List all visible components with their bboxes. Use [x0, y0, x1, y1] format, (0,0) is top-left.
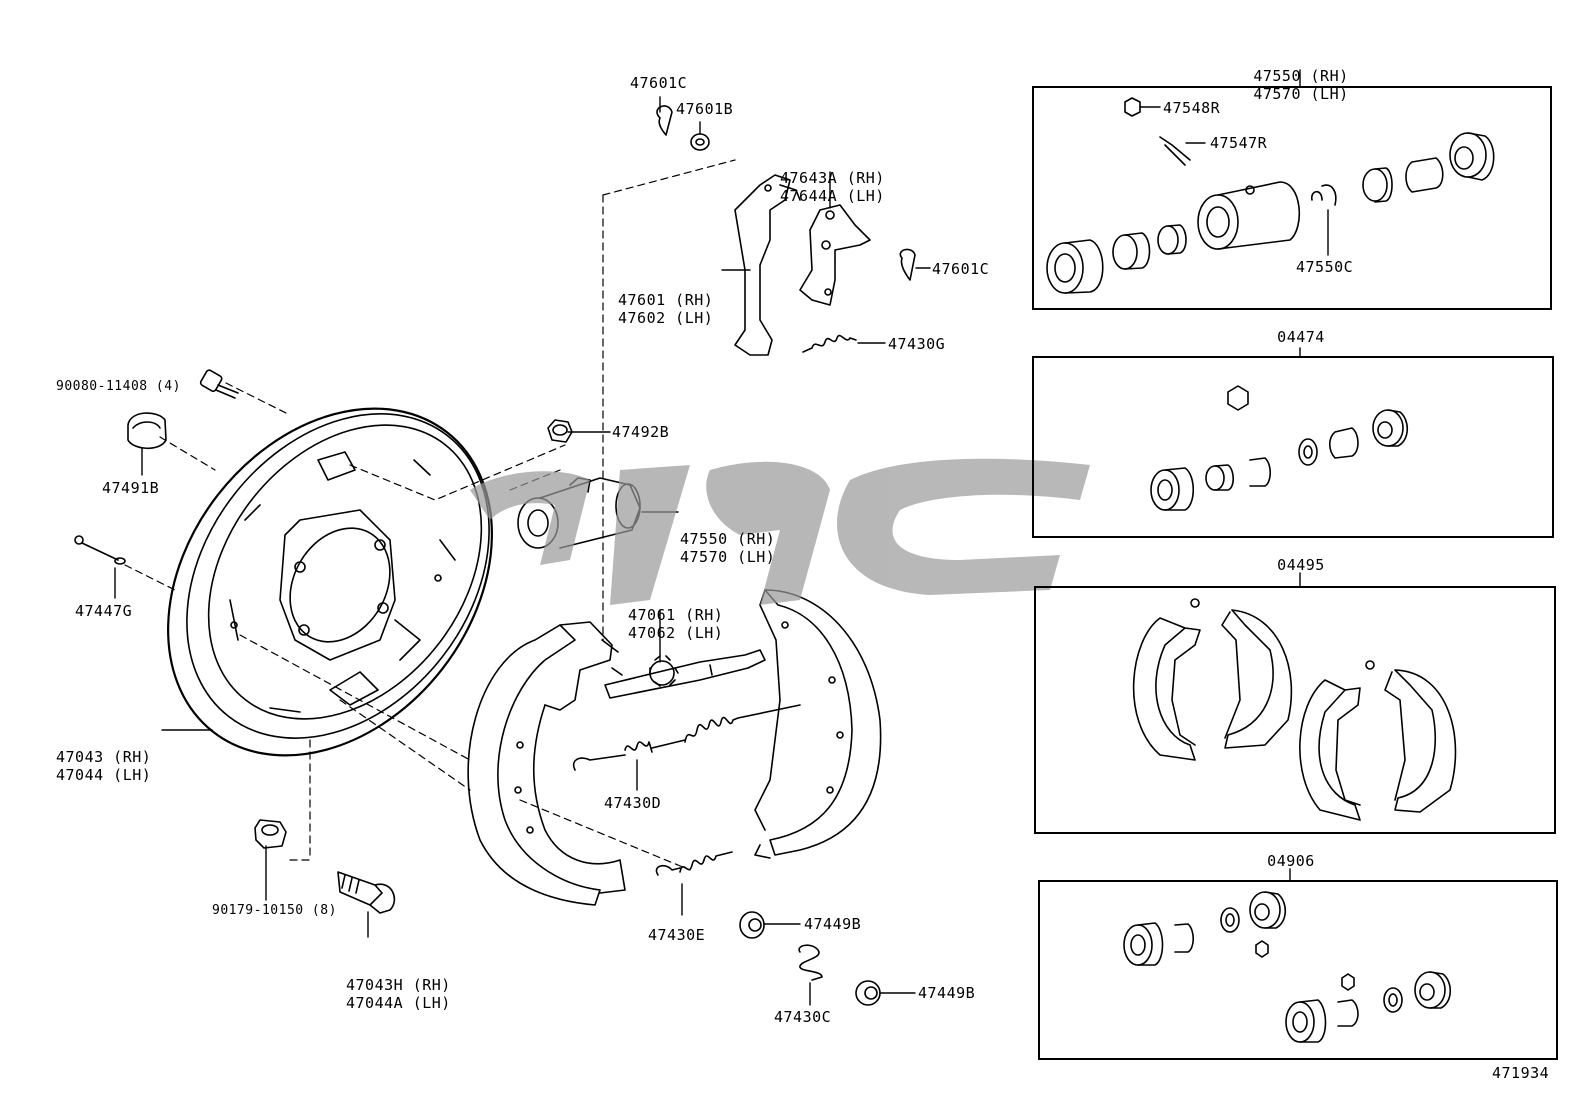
kit-04474-parts: [1150, 385, 1409, 511]
label-47449B-1: 47449B: [804, 915, 862, 933]
clip-47601C-top: [656, 105, 673, 136]
label-47061: 47061 (RH)47062 (LH): [628, 606, 724, 642]
label-47430G: 47430G: [888, 335, 946, 353]
label-47491B: 47491B: [102, 479, 160, 497]
plug-47491B: [127, 412, 167, 450]
kit-04906-parts: [1123, 891, 1452, 1043]
figure-id: 471934: [1492, 1064, 1550, 1082]
spring-47430D: [572, 704, 801, 771]
kit-04906-title: 04906: [1267, 852, 1315, 870]
label-47550: 47550 (RH)47570 (LH): [680, 530, 776, 566]
kit-04495-title: 04495: [1277, 556, 1325, 574]
label-47601: 47601 (RH)47602 (LH): [618, 291, 714, 327]
spring-47430E: [655, 851, 733, 876]
dashed-lines: [124, 159, 736, 871]
label-47430C: 47430C: [774, 1008, 832, 1026]
label-47548R: 47548R: [1163, 99, 1221, 117]
nut-47492B: [547, 419, 573, 443]
lever-47601: [734, 174, 801, 356]
label-47043: 47043 (RH)47044 (LH): [56, 748, 152, 784]
label-47449B-2: 47449B: [918, 984, 976, 1002]
kit-cylinder-title: 47550 (RH)47570 (LH): [1253, 67, 1349, 103]
spring-47430G: [802, 334, 857, 353]
label-47601B: 47601B: [676, 100, 734, 118]
kit-cylinder-parts: [1046, 97, 1495, 294]
nut-90179: [254, 819, 287, 849]
label-47447G: 47447G: [75, 602, 133, 620]
spring-47430C: [798, 944, 823, 981]
kit-cylinder-panel: [1032, 86, 1552, 310]
label-90179: 90179-10150 (8): [212, 903, 337, 918]
label-47643A: 47643A (RH)47644A (LH): [780, 169, 885, 205]
kit-04474-panel: [1032, 356, 1554, 538]
kit-04906-panel: [1038, 880, 1558, 1060]
backing-plate: [167, 407, 493, 757]
clip-47601C-right: [899, 248, 916, 281]
label-47043H: 47043H (RH)47044A (LH): [346, 976, 451, 1012]
watermark-graphic: [470, 458, 1090, 605]
label-47492B: 47492B: [612, 423, 670, 441]
bolt-90080: [199, 369, 239, 399]
label-47430D: 47430D: [604, 794, 662, 812]
label-47601C-right: 47601C: [932, 260, 990, 278]
brake-shoe-left: [467, 621, 626, 906]
washer-47601B: [690, 133, 710, 151]
label-47601C-top: 47601C: [630, 74, 688, 92]
lever-47643A: [799, 204, 871, 306]
cup-47449B-1: [739, 911, 765, 939]
kit-04495-parts: [1132, 598, 1457, 821]
cup-47449B-2: [855, 980, 881, 1006]
kit-04474-title: 04474: [1277, 328, 1325, 346]
label-47550C: 47550C: [1296, 258, 1354, 276]
brake-shoe-right: [754, 589, 882, 859]
label-90080: 90080-11408 (4): [56, 379, 181, 394]
label-47547R: 47547R: [1210, 134, 1268, 152]
label-47430E: 47430E: [648, 926, 706, 944]
pin-47447G: [74, 535, 126, 565]
kit-04495-panel: [1034, 586, 1556, 834]
bolt-47043H: [337, 871, 396, 914]
adjuster-47061: [604, 649, 766, 699]
